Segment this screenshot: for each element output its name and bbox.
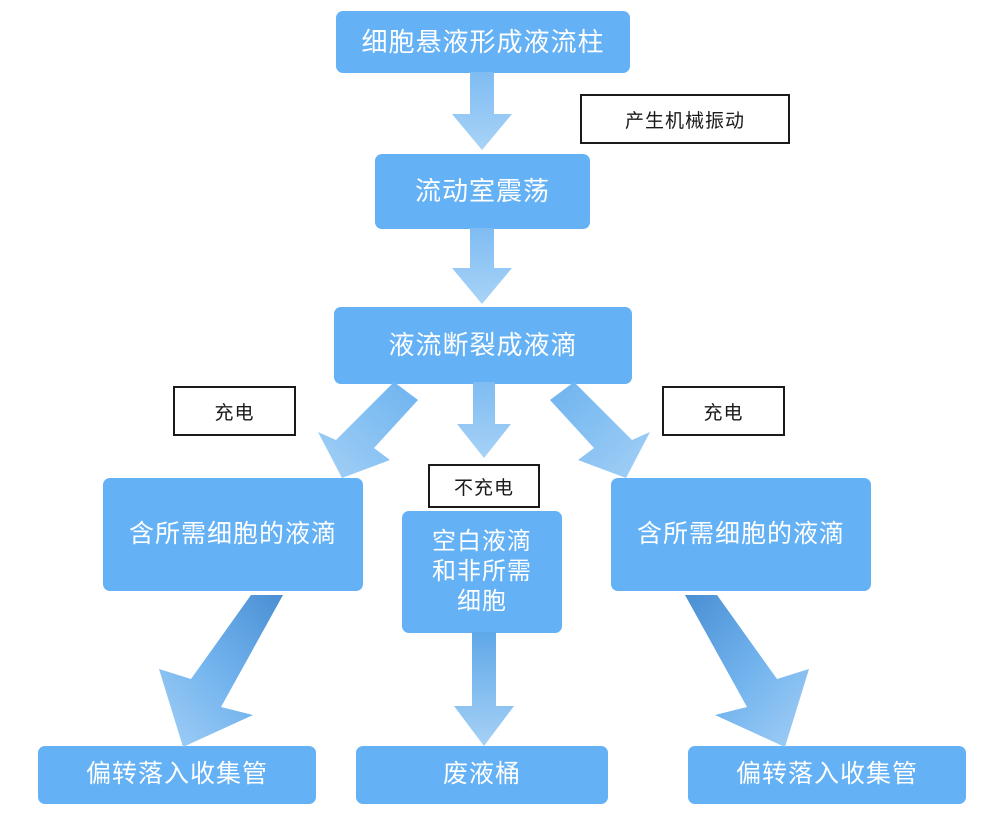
node-deflect-into-collection-tube-left[interactable]: 偏转落入收集管 — [38, 746, 316, 804]
arrow-down-droplets-to-uncharged — [455, 382, 513, 460]
label-charge-left[interactable]: 充电 — [173, 386, 296, 436]
node-flow-chamber-oscillation[interactable]: 流动室震荡 — [375, 154, 590, 229]
node-blank-droplets-and-unwanted-cells[interactable]: 空白液滴 和非所需 细胞 — [402, 511, 562, 633]
arrow-down-right-to-collection-tube-right — [683, 595, 813, 747]
arrow-down-to-waste-container — [452, 632, 516, 748]
label-charge-right[interactable]: 充电 — [662, 386, 785, 436]
label-no-charge[interactable]: 不充电 — [428, 464, 540, 508]
label-generate-mechanical-vibration[interactable]: 产生机械振动 — [580, 94, 790, 144]
arrow-down-left-to-collection-tube-left — [155, 595, 285, 747]
arrow-down-stream-to-chamber — [450, 72, 514, 152]
arrow-down-right-droplets-to-charged-right — [548, 382, 658, 482]
arrow-down-chamber-to-droplets — [450, 228, 514, 306]
node-droplets-with-target-cells-left[interactable]: 含所需细胞的液滴 — [103, 478, 363, 591]
node-waste-container[interactable]: 废液桶 — [356, 746, 608, 804]
node-cell-suspension-stream[interactable]: 细胞悬液形成液流柱 — [336, 11, 630, 73]
node-deflect-into-collection-tube-right[interactable]: 偏转落入收集管 — [688, 746, 966, 804]
node-droplets-with-target-cells-right[interactable]: 含所需细胞的液滴 — [611, 478, 871, 591]
node-stream-breaks-into-droplets[interactable]: 液流断裂成液滴 — [334, 307, 632, 384]
arrow-down-left-droplets-to-charged-left — [310, 382, 420, 482]
